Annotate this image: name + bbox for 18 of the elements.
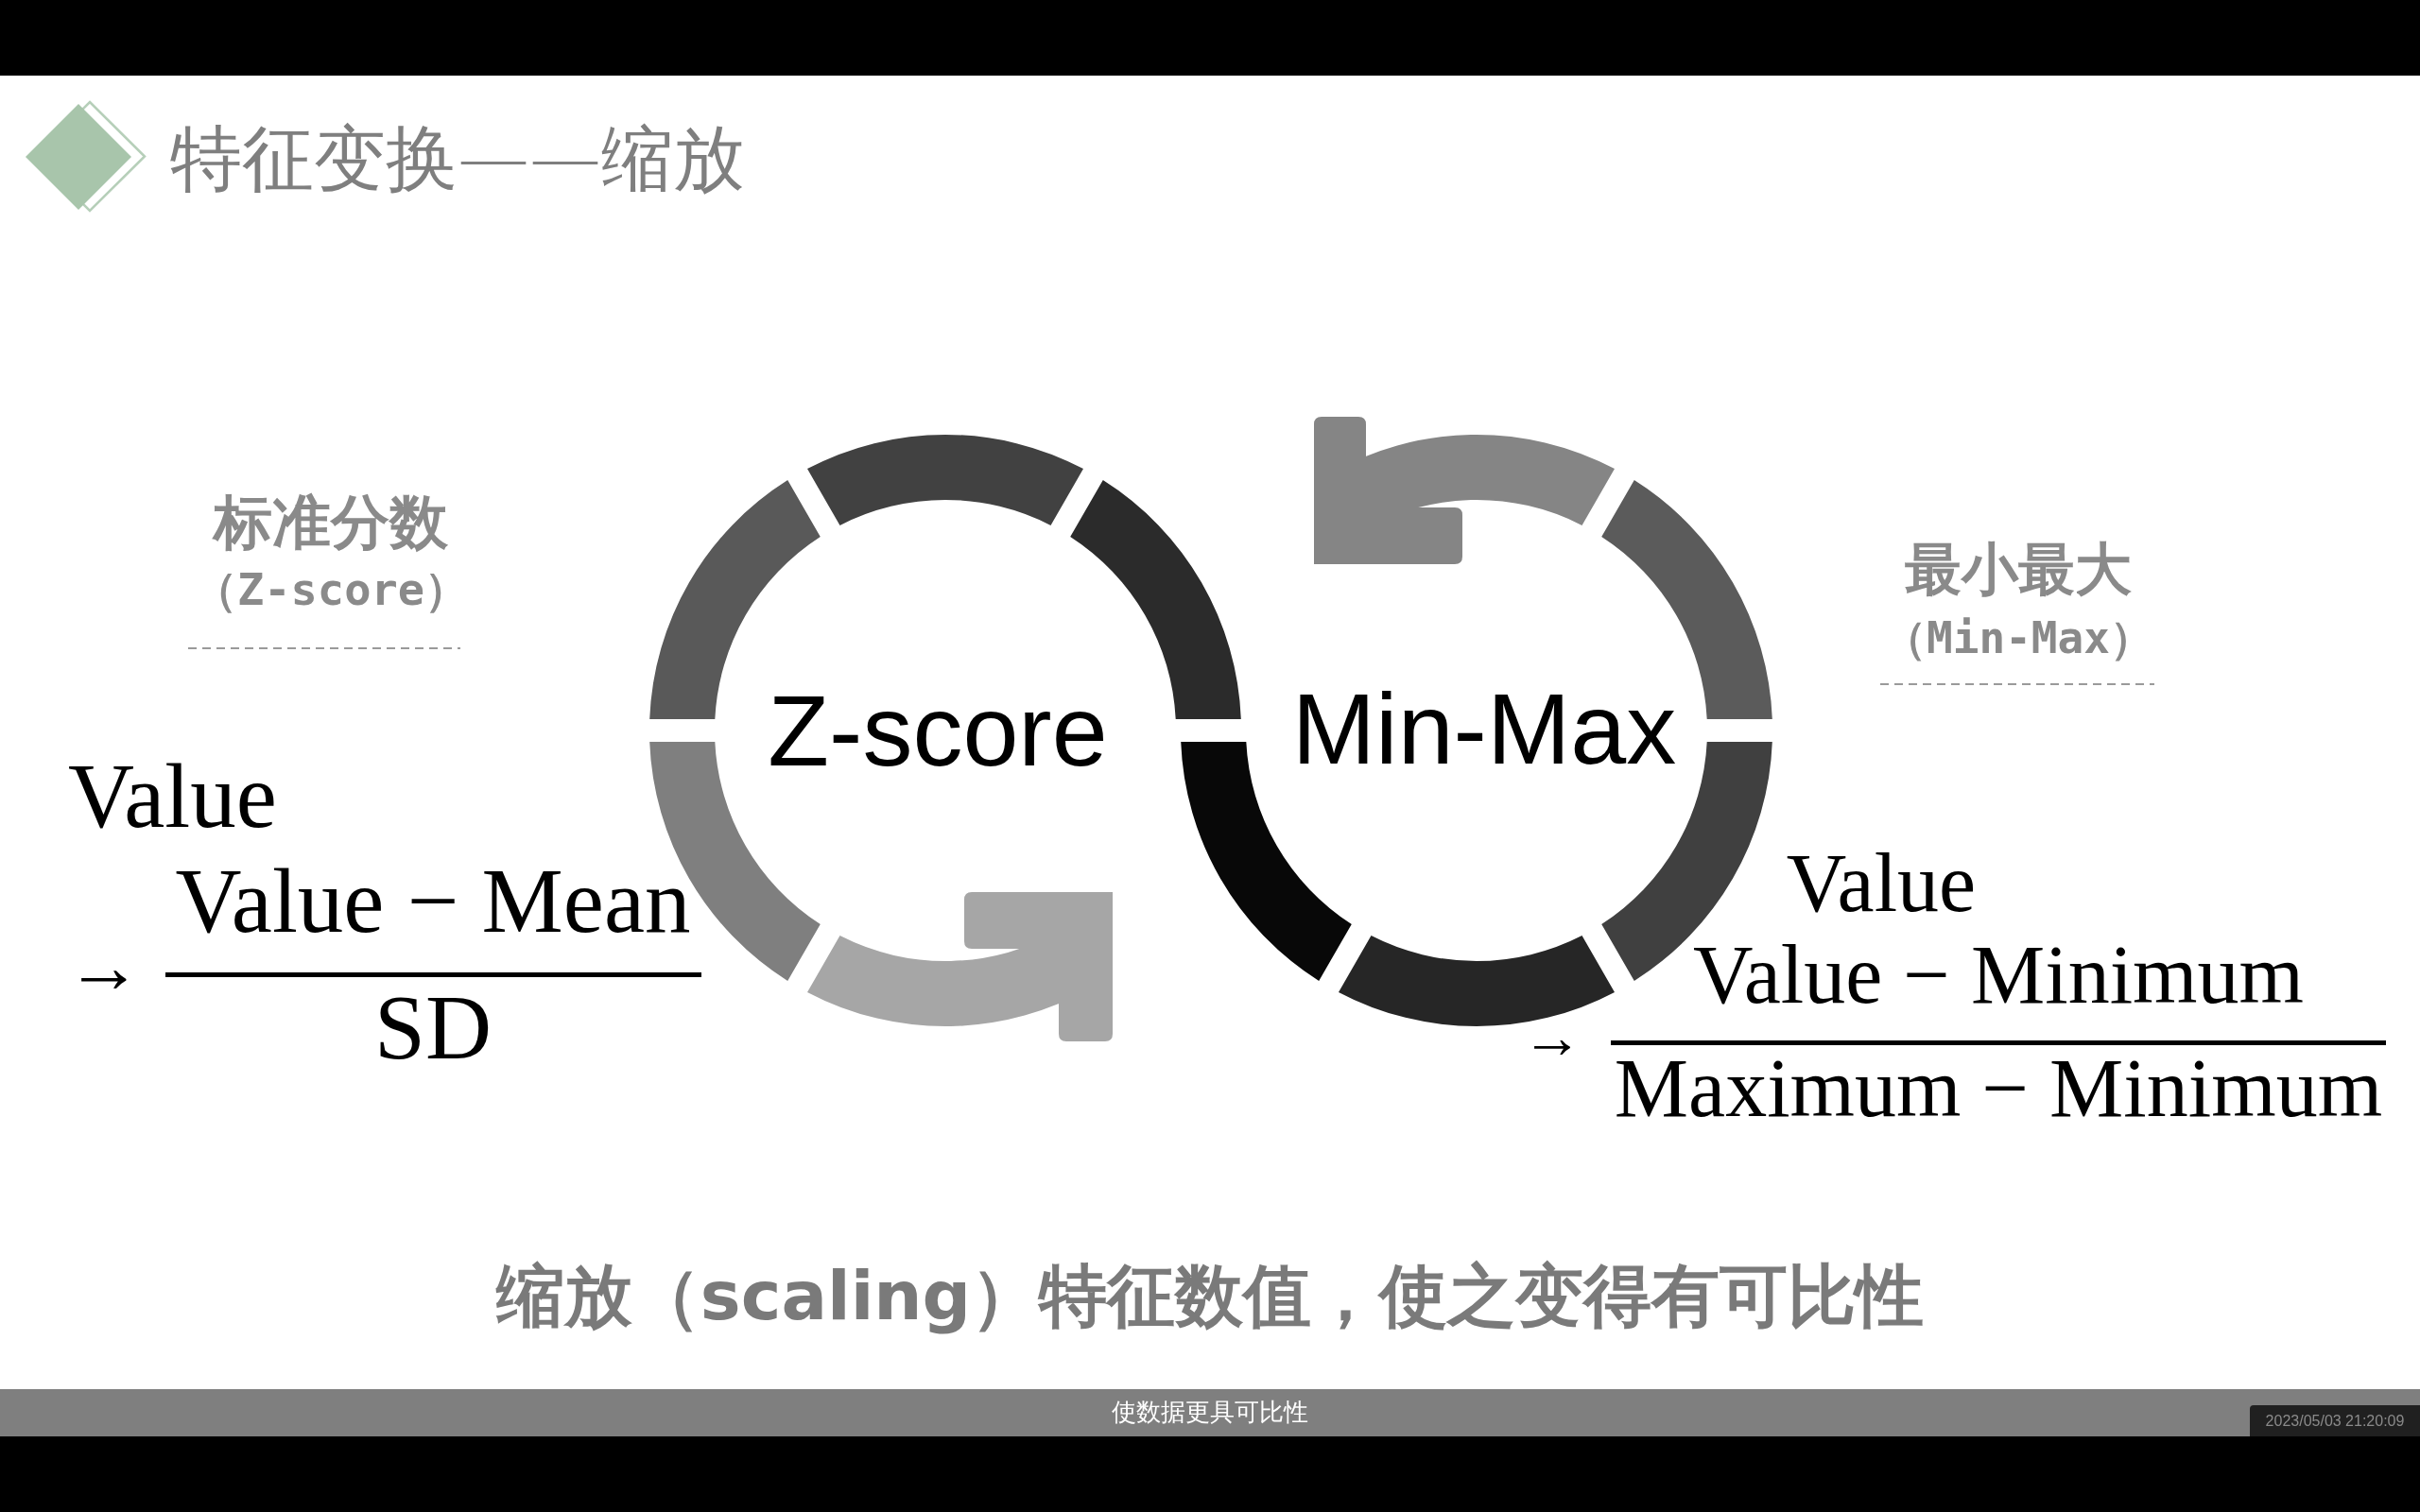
method-subheading: （Z-score） xyxy=(192,567,470,611)
formula-term: SD xyxy=(374,982,492,1074)
formula-term: Value − Minimum xyxy=(1693,934,2304,1017)
method-heading: 标准分数 xyxy=(214,493,448,552)
caption-text: 缩放（scaling）特征数值，使之变得有可比性 xyxy=(495,1261,1925,1332)
subtitle-text: 使数据更具可比性 xyxy=(1112,1399,1308,1427)
ring-label: Z-score xyxy=(768,680,1108,781)
timestamp: 2023/05/03 21:20:09 xyxy=(2250,1405,2420,1436)
formula-term: Value xyxy=(1786,842,1977,925)
method-heading: 最小最大 xyxy=(1905,541,2132,597)
method-subheading: （Min-Max） xyxy=(1883,616,2153,660)
formula-arrow: → xyxy=(66,929,142,1005)
formula-arrow: → xyxy=(1522,1007,1582,1068)
formula-term: Value xyxy=(68,750,277,842)
slide-title: 特征变换——缩放 xyxy=(170,121,745,197)
formula-term: Maximum − Minimum xyxy=(1614,1047,2383,1130)
formula-term: Value − Mean xyxy=(175,855,691,947)
ring-label: Min-Max xyxy=(1291,679,1677,779)
